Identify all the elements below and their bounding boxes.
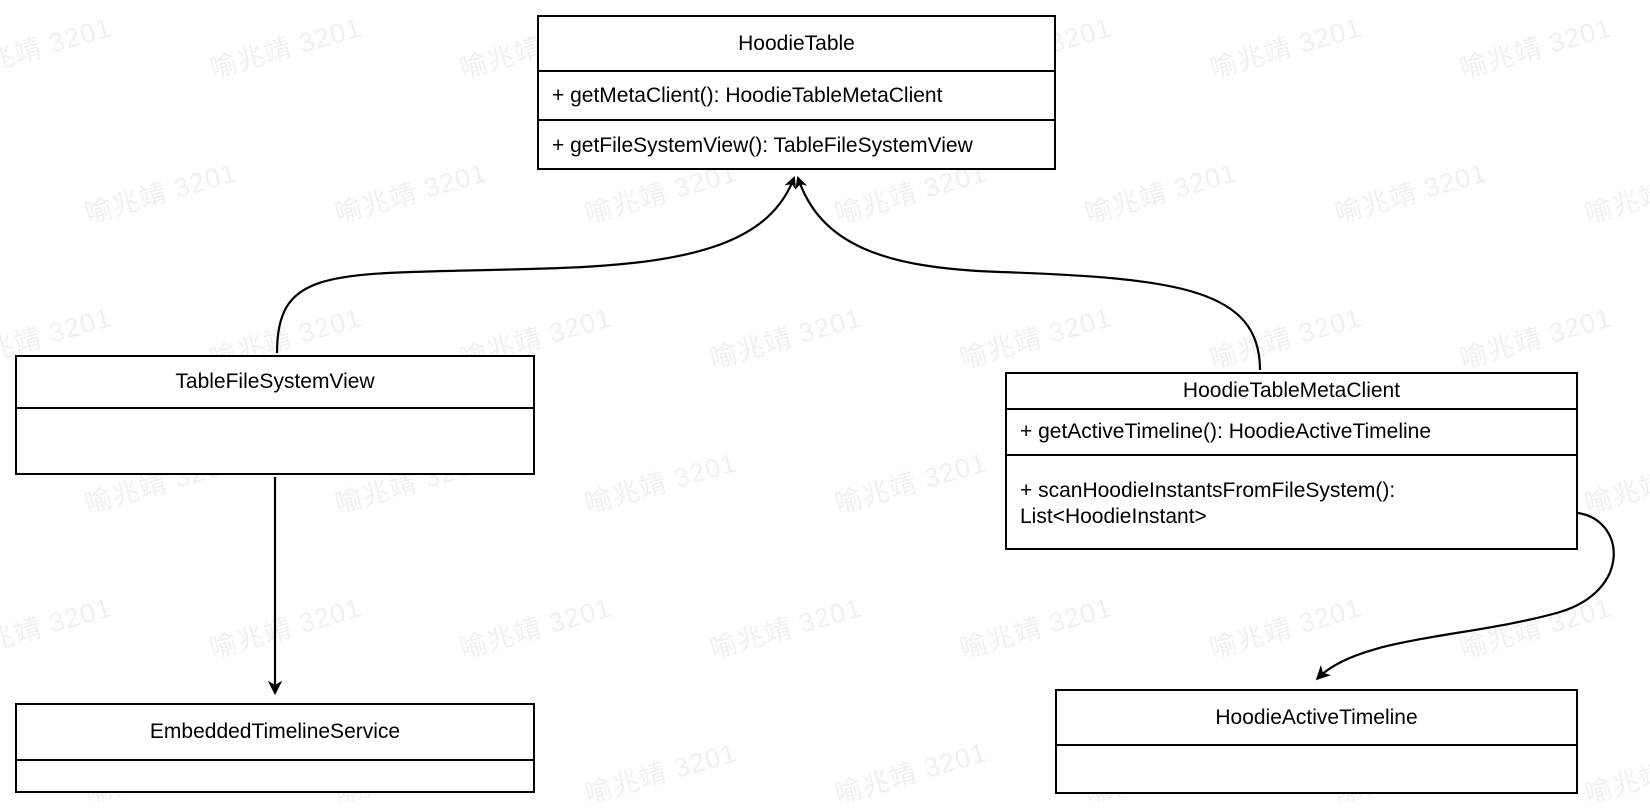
watermark-label: 喻兆靖 3201 bbox=[1081, 157, 1241, 230]
class-box-embedded-timeline-service[interactable]: EmbeddedTimelineService bbox=[15, 703, 535, 793]
class-name-hoodie-active-timeline: HoodieActiveTimeline bbox=[1215, 705, 1418, 729]
class-box-hoodie-table-meta-client[interactable]: HoodieTableMetaClient + getActiveTimeline… bbox=[1005, 372, 1578, 550]
watermark-label: 喻兆靖 3201 bbox=[1331, 157, 1491, 230]
watermark-label: 喻兆靖 3201 bbox=[831, 737, 991, 810]
class-compartment-hoodie-table-1: + getFileSystemView(): TableFileSystemVi… bbox=[539, 119, 1054, 170]
watermark-label: 喻兆靖 3201 bbox=[206, 592, 366, 665]
class-compartment-hoodie-table-meta-client-1: + scanHoodieInstantsFromFileSystem(): Li… bbox=[1007, 454, 1576, 552]
class-name-hoodie-table-meta-client: HoodieTableMetaClient bbox=[1182, 379, 1401, 402]
class-name-embedded-timeline-service: EmbeddedTimelineService bbox=[149, 720, 401, 743]
watermark-label: 喻兆靖 3201 bbox=[581, 737, 741, 810]
watermark-label: 喻兆靖 3201 bbox=[1581, 157, 1650, 230]
watermark-label: 喻兆靖 3201 bbox=[581, 447, 741, 520]
watermark-label: 喻兆靖 3201 bbox=[0, 12, 116, 85]
class-name-hoodie-table: HoodieTable bbox=[738, 31, 855, 55]
watermark-label: 喻兆靖 3201 bbox=[956, 302, 1116, 375]
watermark-label: 喻兆靖 3201 bbox=[1206, 302, 1366, 375]
class-box-hoodie-table[interactable]: HoodieTable + getMetaClient(): HoodieTabl… bbox=[537, 15, 1056, 170]
watermark-label: 喻兆靖 3201 bbox=[456, 592, 616, 665]
watermark-label: 喻兆靖 3201 bbox=[206, 12, 366, 85]
watermark-label: 喻兆靖 3201 bbox=[706, 592, 866, 665]
watermark-label: 喻兆靖 3201 bbox=[1581, 447, 1650, 520]
class-member: + scanHoodieInstantsFromFileSystem(): Li… bbox=[1020, 479, 1396, 528]
watermark-label: 喻兆靖 3201 bbox=[1206, 592, 1366, 665]
edge-hoodietablemetaclient-to-hoodietable bbox=[798, 178, 1262, 371]
class-member: + getFileSystemView(): TableFileSystemVi… bbox=[552, 133, 973, 157]
class-compartment-table-file-system-view-0 bbox=[17, 407, 533, 477]
watermark-label: 喻兆靖 3201 bbox=[1456, 592, 1616, 665]
class-compartment-embedded-timeline-service-0 bbox=[17, 759, 533, 795]
class-compartment-hoodie-table-meta-client-0: + getActiveTimeline(): HoodieActiveTimel… bbox=[1007, 408, 1576, 454]
watermark-label: 喻兆靖 3201 bbox=[331, 157, 491, 230]
edge-tablefilesystemview-to-hoodietable bbox=[275, 178, 794, 354]
watermark-label: 喻兆靖 3201 bbox=[0, 592, 116, 665]
class-box-hoodie-active-timeline[interactable]: HoodieActiveTimeline bbox=[1055, 689, 1578, 794]
watermark-label: 喻兆靖 3201 bbox=[831, 447, 991, 520]
class-member: + getActiveTimeline(): HoodieActiveTimel… bbox=[1020, 420, 1432, 444]
watermark-label: 喻兆靖 3201 bbox=[1206, 12, 1366, 85]
class-compartment-hoodie-table-0: + getMetaClient(): HoodieTableMetaClient bbox=[539, 70, 1054, 119]
class-box-table-file-system-view[interactable]: TableFileSystemView bbox=[15, 355, 535, 475]
watermark-label: 喻兆靖 3201 bbox=[956, 592, 1116, 665]
watermark-label: 喻兆靖 3201 bbox=[81, 157, 241, 230]
watermark-label: 喻兆靖 3201 bbox=[1456, 12, 1616, 85]
watermark-label: 喻兆靖 3201 bbox=[1581, 737, 1650, 810]
class-compartment-hoodie-active-timeline-0 bbox=[1057, 744, 1576, 796]
watermark-label: 喻兆靖 3201 bbox=[706, 302, 866, 375]
class-name-table-file-system-view: TableFileSystemView bbox=[175, 370, 375, 393]
watermark-label: 喻兆靖 3201 bbox=[1456, 302, 1616, 375]
class-member: + getMetaClient(): HoodieTableMetaClient bbox=[552, 83, 943, 107]
